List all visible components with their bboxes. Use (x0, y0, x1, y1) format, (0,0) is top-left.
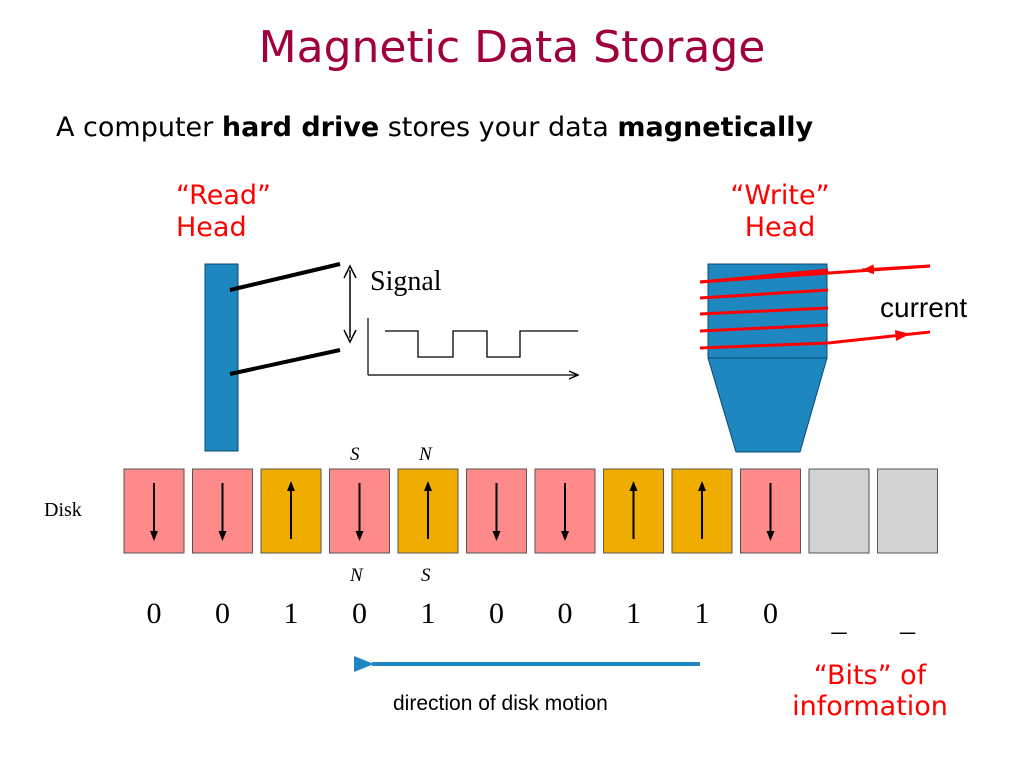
bit-label: _ (831, 604, 847, 637)
magnet-arrowhead (424, 481, 432, 491)
signal-label: Signal (370, 266, 442, 297)
page-title: Magnetic Data Storage (258, 22, 766, 73)
subtitle: A computer hard drive stores your data m… (56, 112, 813, 143)
write-head-label-line2: Head (744, 212, 816, 243)
signal-arrowhead-up (343, 264, 357, 279)
bit-label: 1 (694, 597, 710, 630)
bit-label: _ (900, 604, 915, 637)
current-label: current (880, 292, 968, 323)
bit-label: 0 (215, 597, 230, 630)
read-head-label: “Read” Head (176, 180, 271, 244)
magnet-arrowhead (766, 531, 775, 541)
read-head-label-line1: “Read” (176, 180, 271, 211)
subtitle-part2: stores your data (379, 112, 618, 143)
magnet-arrowhead (355, 531, 364, 541)
read-head-lead-bottom (229, 348, 341, 376)
current-in-arrow (861, 264, 931, 275)
bits-label-line2: information (792, 691, 948, 722)
bits-of-information-label: “Bits” of information (770, 660, 970, 722)
write-head-taper (707, 357, 828, 453)
signal-arrowhead-down (343, 329, 357, 344)
write-head-label: “Write” Head (712, 180, 848, 244)
magnet-arrowhead (561, 531, 569, 541)
subtitle-bold1: hard drive (221, 112, 380, 143)
magnet-arrowhead (629, 481, 638, 491)
disk-cell-12 (877, 468, 938, 554)
magnet-arrowhead (492, 531, 501, 541)
read-head-label-line2: Head (176, 212, 247, 243)
disk-cells (123, 468, 938, 554)
bits-label-line1: “Bits” of (813, 660, 927, 691)
write-head-label-line1: “Write” (730, 180, 830, 211)
pole-top-s: S (350, 444, 360, 465)
bit-label: 1 (420, 597, 436, 630)
magnet-arrowhead (218, 531, 227, 541)
magnet-arrowhead (698, 481, 706, 491)
pole-top-n: N (419, 444, 432, 465)
read-head-lead-top (229, 262, 341, 292)
bit-label: 1 (283, 597, 299, 630)
magnet-arrowhead (287, 481, 295, 491)
subtitle-bold2: magnetically (617, 112, 814, 143)
motion-label: direction of disk motion (393, 692, 608, 715)
bit-label: 0 (557, 597, 573, 630)
signal-waveform (385, 330, 578, 358)
bit-label: 0 (146, 597, 162, 630)
bit-label: 0 (489, 597, 504, 630)
read-head (204, 263, 239, 452)
subtitle-part1: A computer (56, 112, 222, 143)
pole-bottom-s: S (421, 565, 431, 586)
bit-label: 1 (626, 597, 641, 630)
pole-bottom-n: N (350, 565, 363, 586)
disk-label: Disk (44, 499, 82, 521)
current-out-arrow (827, 330, 931, 345)
magnet-arrowhead (150, 531, 158, 541)
bit-label: 0 (763, 597, 778, 630)
current-out-arrowhead (895, 330, 910, 341)
bit-label: 0 (352, 597, 367, 630)
disk-cell-11 (808, 468, 870, 554)
write-coil (699, 264, 931, 350)
